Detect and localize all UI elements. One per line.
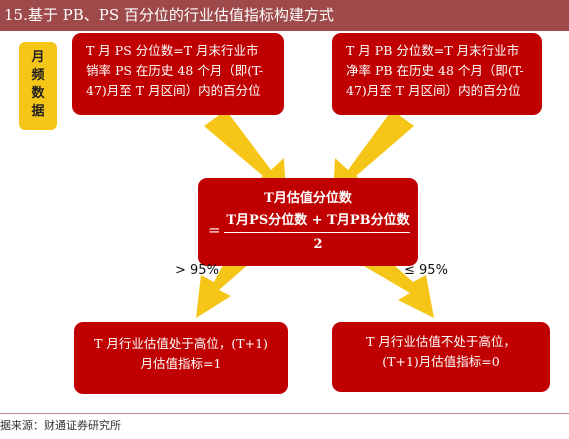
- page-title: 15.基于 PB、PS 百分位的行业估值指标构建方式: [0, 0, 569, 31]
- result-low-box: T 月行业估值不处于高位， (T+1)月估值指标=0: [332, 322, 550, 392]
- result-high-line: 月估值指标=1: [140, 356, 222, 371]
- source-note: 据来源：财通证券研究所: [0, 419, 121, 432]
- pb-line: T 月 PB 分位数=T 月末行业市: [346, 43, 520, 58]
- ps-percentile-box: T 月 PS 分位数=T 月末行业市 销率 PS 在历史 48 个月（即(T- …: [72, 33, 284, 115]
- arrow-center-to-high: [196, 250, 251, 318]
- equals-sign: =: [208, 221, 221, 239]
- condition-low: ≤ 95%: [404, 263, 448, 278]
- arrow-pb-to-center: [333, 110, 414, 195]
- valuation-percentile-box: T月估值分位数 = T月PS分位数 + T月PB分位数 2: [198, 178, 418, 266]
- result-low-line: (T+1)月估值指标=0: [382, 354, 500, 369]
- pb-line: 47)月至 T 月区间）内的百分位: [346, 83, 521, 98]
- monthly-data-tag: 月 频 数 据: [19, 42, 57, 130]
- arrow-ps-to-center: [204, 110, 286, 195]
- ps-line: T 月 PS 分位数=T 月末行业市: [86, 43, 259, 58]
- formula-numerator: T月PS分位数 + T月PB分位数: [226, 213, 410, 228]
- source-divider: [0, 413, 569, 414]
- arrow-center-to-low: [357, 250, 434, 318]
- tag-char: 月: [31, 50, 45, 65]
- result-high-box: T 月行业估值处于高位，(T+1) 月估值指标=1: [74, 322, 288, 394]
- result-low-line: T 月行业估值不处于高位，: [366, 334, 516, 349]
- fraction-line: [224, 232, 410, 233]
- tag-char: 频: [31, 68, 45, 83]
- condition-high: > 95%: [175, 263, 219, 278]
- pb-line: 净率 PB 在历史 48 个月（即(T-: [346, 63, 524, 78]
- tag-char: 据: [31, 104, 45, 119]
- formula-denominator: 2: [313, 237, 323, 252]
- tag-char: 数: [31, 86, 45, 101]
- valuation-title: T月估值分位数: [264, 191, 352, 206]
- result-high-line: T 月行业估值处于高位，(T+1): [94, 336, 268, 351]
- pb-percentile-box: T 月 PB 分位数=T 月末行业市 净率 PB 在历史 48 个月（即(T- …: [332, 33, 542, 115]
- ps-line: 47)月至 T 月区间）内的百分位: [86, 83, 261, 98]
- ps-line: 销率 PS 在历史 48 个月（即(T-: [86, 63, 264, 78]
